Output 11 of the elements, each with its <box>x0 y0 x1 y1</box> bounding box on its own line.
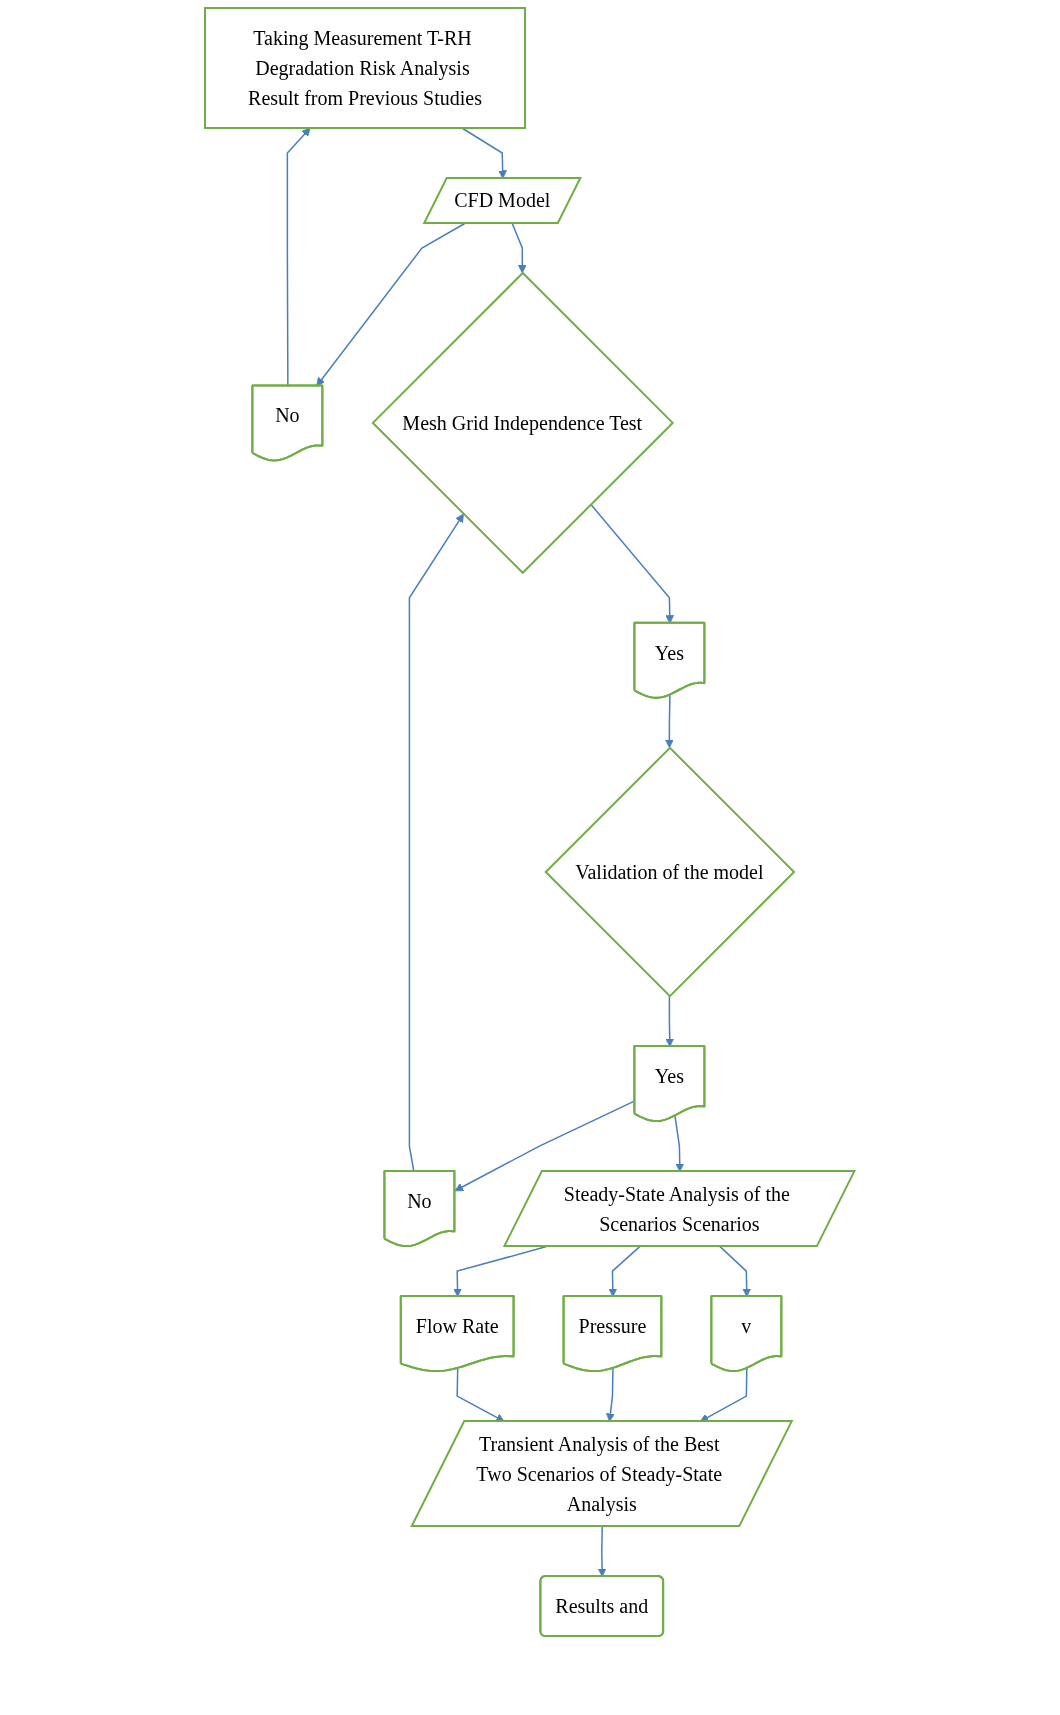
node-box: Taking Measurement T-RH Degradation Risk Analysis Result from Previous Studies <box>204 7 527 129</box>
arrow <box>456 1367 505 1422</box>
arrow <box>606 1367 616 1422</box>
arrow <box>674 1115 685 1172</box>
arrow <box>454 1100 636 1192</box>
arrow <box>700 1367 748 1422</box>
arrow <box>665 694 675 749</box>
node-diamond: Mesh Grid Independence Test <box>371 271 675 575</box>
arrow <box>665 995 675 1047</box>
arrow <box>461 127 508 179</box>
node-diamond: Validation of the model <box>544 746 796 998</box>
